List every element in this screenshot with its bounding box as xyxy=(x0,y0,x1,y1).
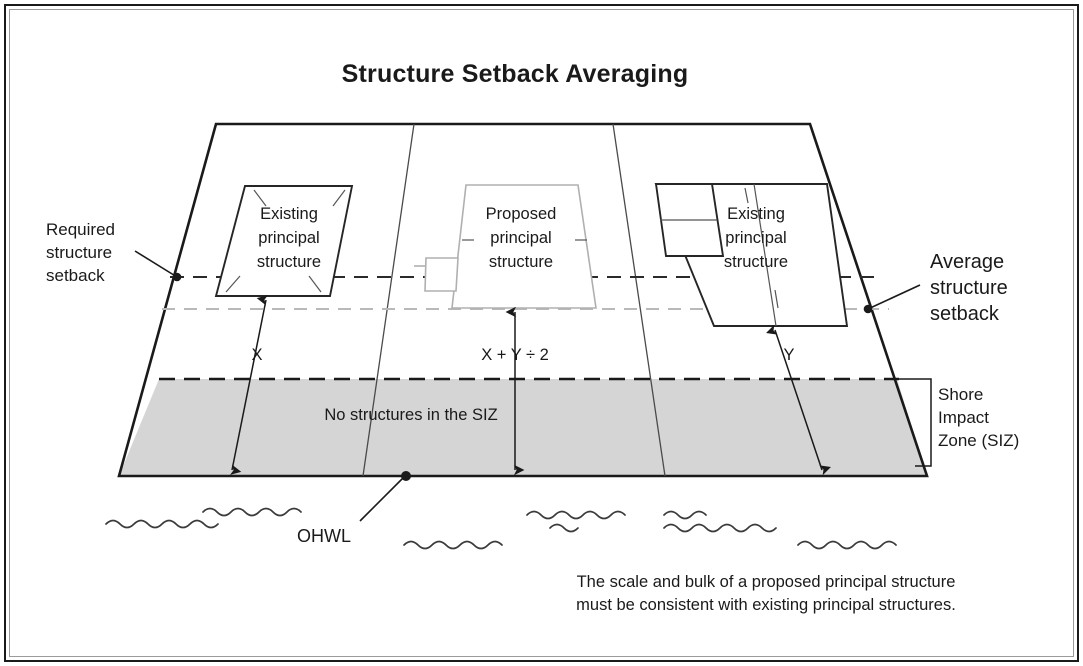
structure-existing-left-label-line2: principal xyxy=(258,229,319,247)
annotation-required-setback: Required structure setback xyxy=(46,220,182,285)
annotation-ohwl: OHWL xyxy=(297,471,411,546)
required-setback-marker-dot xyxy=(172,272,182,282)
dimension-x-label: X xyxy=(251,346,262,364)
average-setback-leader xyxy=(867,284,921,310)
wave-line xyxy=(797,540,897,550)
structure-existing-right-label-line3: structure xyxy=(724,253,788,271)
structure-existing-left-label-line1: Existing xyxy=(260,205,318,223)
wave-line xyxy=(202,507,302,517)
structure-proposed-center-label-line1: Proposed xyxy=(486,205,557,223)
dimension-x-arrow xyxy=(229,295,269,475)
siz-label-line1: Shore xyxy=(938,385,983,404)
required-setback-leader xyxy=(134,250,178,278)
ohwl-label: OHWL xyxy=(297,526,351,546)
wave-line xyxy=(663,523,777,533)
corner-tick xyxy=(308,275,322,293)
ohwl-leader xyxy=(359,477,404,522)
wave-line xyxy=(105,519,219,529)
average-setback-label-line3: setback xyxy=(930,303,1000,325)
average-setback-label-line2: structure xyxy=(930,277,1008,299)
siz-label-line3: Zone (SIZ) xyxy=(938,431,1019,450)
corner-tick xyxy=(744,187,749,204)
required-setback-label-line2: structure xyxy=(46,243,112,262)
wave-line xyxy=(663,510,707,520)
average-setback-label-line1: Average xyxy=(930,251,1004,273)
dimension-y: Y xyxy=(766,324,831,476)
corner-tick xyxy=(253,189,267,207)
structure-existing-right: Existing principal structure xyxy=(654,183,849,327)
structure-existing-right-label-line2: principal xyxy=(725,229,786,247)
dimension-average: X + Y ÷ 2 xyxy=(481,306,549,476)
structure-existing-right-label-line1: Existing xyxy=(727,205,785,223)
dimension-y-arrow xyxy=(766,324,831,476)
caption-line1: The scale and bulk of a proposed princip… xyxy=(577,573,956,591)
dimension-average-label: X + Y ÷ 2 xyxy=(481,346,549,364)
annotation-shore-impact-zone: Shore Impact Zone (SIZ) xyxy=(899,378,1019,467)
corner-tick xyxy=(774,289,779,309)
structure-proposed-center: Proposed principal structure xyxy=(414,184,597,309)
corner-tick xyxy=(225,275,241,293)
required-setback-label-line3: setback xyxy=(46,266,105,285)
lot-division-line-2 xyxy=(612,123,666,477)
structure-existing-left-shape xyxy=(214,185,354,297)
wave-line xyxy=(403,540,503,550)
structure-proposed-annex xyxy=(424,257,459,292)
caption-line2: must be consistent with existing princip… xyxy=(576,596,956,614)
water-waves xyxy=(105,507,897,550)
average-setback-marker-dot xyxy=(863,304,873,314)
structure-existing-left: Existing principal structure xyxy=(214,185,354,297)
corner-tick xyxy=(332,189,346,207)
siz-bracket-icon xyxy=(899,378,932,467)
structure-proposed-center-label-line2: principal xyxy=(490,229,551,247)
structure-proposed-center-label-line3: structure xyxy=(489,253,553,271)
lot-division-line-1 xyxy=(362,123,415,477)
wave-line xyxy=(549,523,579,533)
wave-line xyxy=(526,510,626,520)
dimension-x: X xyxy=(229,295,269,475)
required-setback-label-line1: Required xyxy=(46,220,115,239)
page-title: Structure Setback Averaging xyxy=(342,60,689,88)
siz-label-line2: Impact xyxy=(938,408,989,427)
structure-division-line xyxy=(753,183,777,327)
dimension-y-label: Y xyxy=(783,346,794,364)
lot-boundary xyxy=(117,122,929,478)
annotation-average-setback: Average structure setback xyxy=(863,251,1008,325)
structure-existing-left-label-line3: structure xyxy=(257,253,321,271)
siz-note: No structures in the SIZ xyxy=(324,406,497,424)
